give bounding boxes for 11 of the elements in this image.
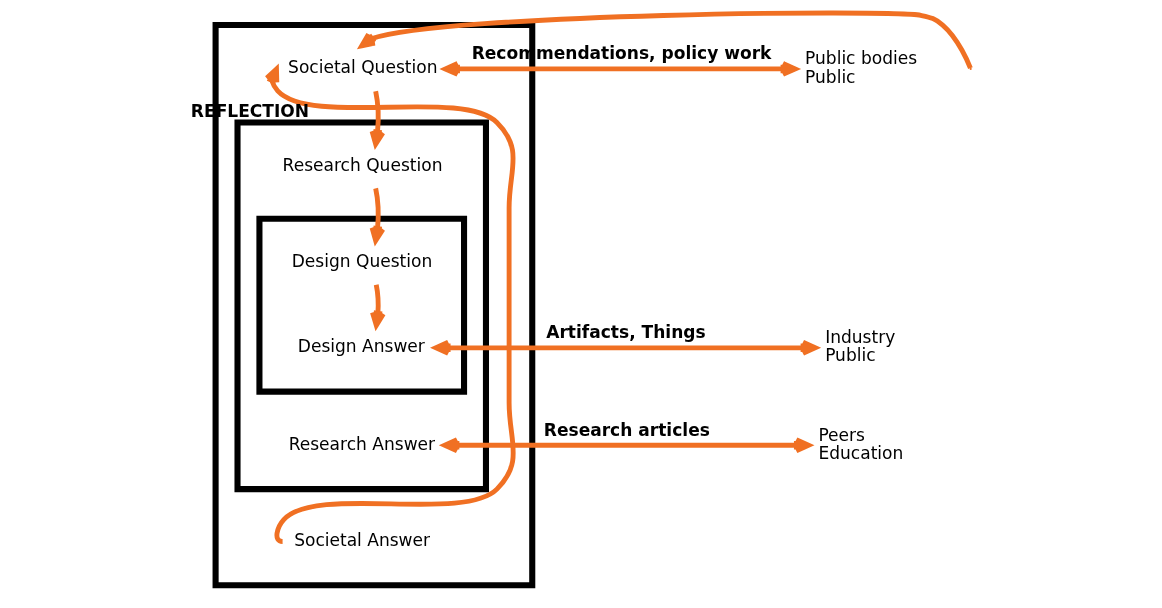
node-text: Societal Answer [294, 529, 431, 550]
node-text: Industry Public [825, 327, 896, 366]
edge-label: Research articles [543, 419, 710, 440]
node-text: Research Question [282, 154, 443, 175]
node-text: Research Answer [288, 433, 436, 454]
node-text: Design Question [291, 251, 433, 272]
node-text: Public bodies Public [805, 48, 918, 87]
node-text: Societal Question [288, 57, 438, 78]
edge-label: Artifacts, Things [546, 322, 706, 343]
node-text: Design Answer [297, 336, 425, 357]
node-text: Peers Education [818, 424, 904, 463]
